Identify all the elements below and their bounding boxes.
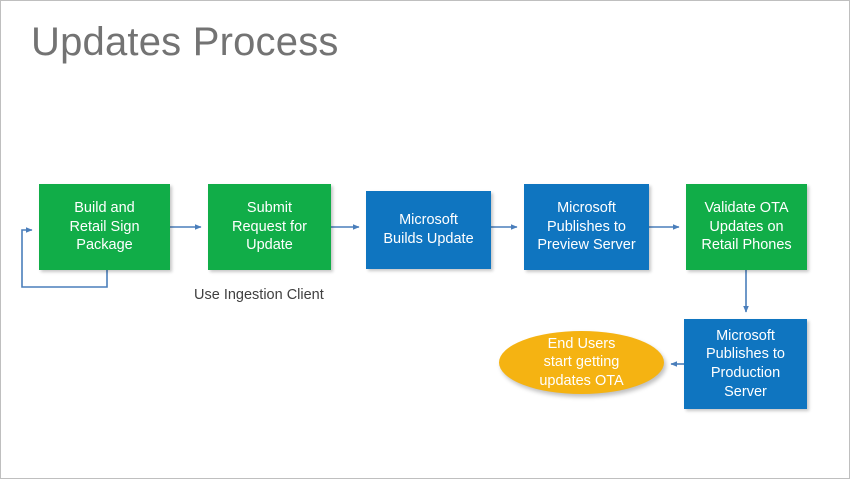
node-label: Microsoft Publishes to Preview Server [537,200,636,254]
page-title: Updates Process [31,20,339,64]
node-label: Validate OTA Updates on Retail Phones [701,200,792,254]
node-submit-request-for-update[interactable]: Submit Request for Update [208,184,331,270]
node-label: Microsoft Builds Update [383,212,474,247]
node-end-users-start-getting-updates-ota[interactable]: End Users start getting updates OTA [499,331,664,394]
caption-use-ingestion-client: Use Ingestion Client [194,287,324,303]
node-label: End Users start getting updates OTA [539,335,624,389]
node-label: Submit Request for Update [232,200,307,254]
node-label: Build and Retail Sign Package [69,200,140,254]
node-microsoft-publishes-to-preview-server[interactable]: Microsoft Publishes to Preview Server [524,184,649,270]
node-build-and-retail-sign-package[interactable]: Build and Retail Sign Package [39,184,170,270]
node-microsoft-builds-update[interactable]: Microsoft Builds Update [366,191,491,269]
node-validate-ota-updates-on-retail-phones[interactable]: Validate OTA Updates on Retail Phones [686,184,807,270]
node-microsoft-publishes-to-production-server[interactable]: Microsoft Publishes to Production Server [684,319,807,409]
node-label: Microsoft Publishes to Production Server [706,327,785,400]
